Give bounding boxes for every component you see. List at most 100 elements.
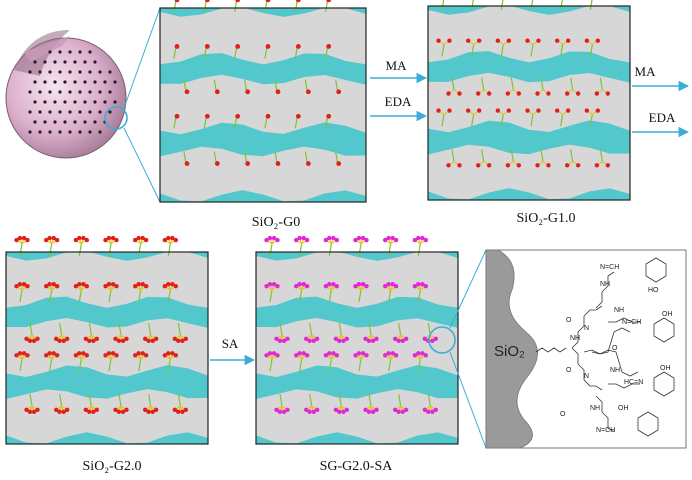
linker-stem bbox=[234, 0, 238, 12]
salicylaldehyde-group bbox=[390, 281, 395, 287]
linker-stem bbox=[138, 243, 142, 256]
linker-stem bbox=[481, 149, 485, 162]
amine-group bbox=[142, 407, 148, 413]
amine-group bbox=[564, 91, 570, 96]
salicylaldehyde-group bbox=[366, 338, 372, 343]
salicylaldehyde-group bbox=[304, 353, 310, 358]
pore-dot bbox=[98, 110, 102, 114]
amine-group bbox=[25, 283, 30, 289]
amine-group bbox=[594, 91, 600, 96]
amine-group bbox=[564, 163, 570, 168]
linker-stem bbox=[560, 114, 564, 127]
salicylaldehyde-group bbox=[264, 353, 269, 358]
salicylaldehyde-group bbox=[364, 283, 369, 289]
pore-dot bbox=[63, 60, 67, 64]
salicylaldehyde-group bbox=[374, 336, 379, 341]
amine-group bbox=[142, 336, 148, 341]
salicylaldehyde-group bbox=[271, 351, 277, 356]
amine-group bbox=[516, 91, 522, 96]
amine-group bbox=[132, 283, 138, 289]
amine-group bbox=[162, 237, 168, 243]
amine-group bbox=[47, 281, 52, 287]
linker-stem bbox=[510, 77, 514, 90]
linker-stem bbox=[29, 322, 33, 336]
panel-frame bbox=[427, 5, 631, 201]
salicylaldehyde-group bbox=[412, 353, 418, 358]
amine-group bbox=[113, 336, 118, 341]
amine-group bbox=[124, 407, 129, 413]
salicylaldehyde-group bbox=[392, 407, 398, 413]
salicylaldehyde-group bbox=[331, 281, 336, 287]
salicylaldehyde-group bbox=[274, 336, 279, 341]
salicylaldehyde-group bbox=[360, 235, 366, 241]
linker-stem bbox=[29, 393, 33, 407]
linker-stem bbox=[88, 322, 92, 336]
amine-group bbox=[184, 89, 190, 95]
linker-stem bbox=[299, 358, 303, 372]
amine-group bbox=[575, 91, 581, 96]
salicylaldehyde-group bbox=[423, 353, 429, 358]
label-sio2-g0: SiO₂-G0 bbox=[252, 215, 300, 230]
linker-stem bbox=[59, 393, 63, 407]
amine-group bbox=[235, 0, 241, 3]
amine-group bbox=[326, 0, 332, 3]
amine-group bbox=[27, 338, 33, 343]
amine-group bbox=[43, 237, 49, 243]
group-imine: N=CH bbox=[600, 264, 619, 271]
pore-dot bbox=[78, 130, 82, 134]
linker-stem bbox=[148, 322, 152, 336]
linker-stem bbox=[481, 77, 485, 90]
arrow-ma-eda-1: MA EDA bbox=[370, 58, 428, 122]
linker-stem bbox=[309, 322, 313, 336]
amine-group bbox=[17, 281, 23, 287]
linker-stem bbox=[599, 77, 603, 90]
linker-stem bbox=[49, 358, 53, 372]
amine-group bbox=[53, 407, 59, 413]
amine-group bbox=[584, 38, 590, 43]
group-nh: NH bbox=[610, 367, 620, 374]
amine-group bbox=[476, 108, 482, 113]
amine-group bbox=[106, 351, 112, 356]
salicylaldehyde-group bbox=[356, 235, 362, 241]
salicylaldehyde-group bbox=[416, 351, 421, 356]
amine-group bbox=[61, 409, 66, 415]
salicylaldehyde-group bbox=[420, 281, 425, 287]
salicylaldehyde-group bbox=[420, 351, 425, 356]
salicylaldehyde-group bbox=[353, 353, 358, 358]
linker-stem bbox=[560, 44, 564, 57]
salicylaldehyde-group bbox=[392, 336, 398, 341]
benzene-rings bbox=[637, 257, 675, 437]
amine-group bbox=[605, 163, 611, 168]
amine-group bbox=[54, 353, 60, 358]
amine-group bbox=[173, 283, 179, 289]
linker-stem bbox=[368, 393, 372, 407]
amine-group bbox=[54, 283, 60, 289]
salicylaldehyde-group bbox=[370, 409, 376, 415]
pore-dot bbox=[93, 100, 97, 104]
amine-group bbox=[275, 161, 281, 166]
salicylaldehyde-group bbox=[275, 283, 280, 289]
amine-group bbox=[505, 163, 511, 168]
zoom-line-top bbox=[123, 7, 161, 109]
pore-dot bbox=[58, 70, 62, 74]
amine-group bbox=[84, 353, 90, 358]
linker-stem bbox=[589, 114, 593, 127]
group-nh: NH bbox=[570, 335, 580, 342]
amine-group bbox=[295, 113, 301, 119]
amine-group bbox=[446, 163, 451, 168]
salicylaldehyde-group bbox=[422, 336, 428, 341]
linker-stem bbox=[173, 46, 177, 59]
pore-dot bbox=[93, 120, 97, 124]
linker-stem bbox=[500, 44, 504, 57]
pore-dot bbox=[78, 70, 82, 74]
amine-group bbox=[14, 237, 19, 243]
amine-group bbox=[140, 351, 145, 356]
pore-dot bbox=[33, 80, 37, 84]
pore-dot bbox=[68, 90, 72, 94]
pore-dot bbox=[88, 90, 92, 94]
amine-group bbox=[81, 281, 86, 287]
salicylaldehyde-group bbox=[297, 281, 302, 287]
amine-group bbox=[110, 235, 116, 241]
amine-group bbox=[166, 235, 171, 241]
amine-group bbox=[465, 108, 471, 113]
